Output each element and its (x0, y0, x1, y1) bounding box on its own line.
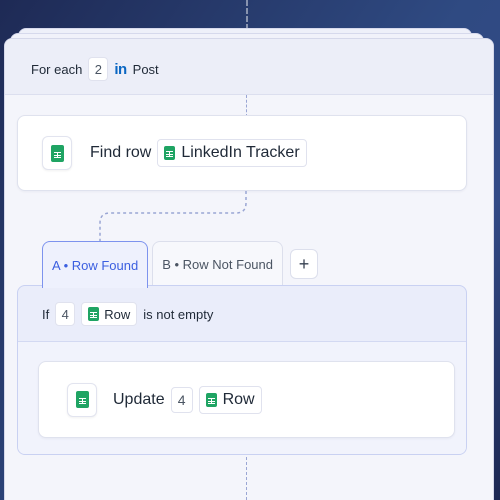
loop-header-content: For each 2 in Post (31, 56, 159, 82)
loop-label: For each (31, 61, 83, 77)
google-sheets-icon (205, 392, 217, 407)
google-sheets-icon (67, 382, 97, 417)
condition-field-chip[interactable]: Row (81, 302, 138, 326)
loop-item-label: Post (132, 61, 159, 77)
update-row-step-card[interactable]: Update 4 Row (38, 361, 455, 438)
step-number-badge: 4 (55, 302, 76, 326)
connector-line-bottom (246, 457, 247, 500)
divider (18, 341, 466, 342)
find-row-step-card[interactable]: Find row LinkedIn Tracker (17, 115, 467, 191)
condition-field-label: Row (104, 306, 131, 322)
update-action-label: Update (113, 390, 165, 408)
update-step-text: Update 4 Row (113, 385, 262, 414)
google-sheets-icon (42, 136, 72, 170)
resource-label: Row (222, 390, 255, 408)
branch-tabs: A • Row Found B • Row Not Found + (42, 241, 318, 288)
step-number-badge: 4 (170, 386, 193, 413)
find-row-action-label: Find row (90, 144, 152, 161)
find-row-step-text: Find row LinkedIn Tracker (90, 139, 307, 167)
branch-connector-line (99, 191, 247, 243)
background-connector-line (246, 0, 248, 30)
step-number-badge: 2 (88, 57, 109, 81)
linkedin-icon: in (114, 60, 127, 78)
google-sheets-icon (88, 307, 100, 321)
resource-label: LinkedIn Tracker (181, 144, 300, 161)
add-branch-button[interactable]: + (290, 249, 318, 279)
tab-row-found[interactable]: A • Row Found (42, 241, 149, 288)
condition-operator: is not empty (143, 306, 214, 322)
google-sheets-icon (164, 146, 176, 160)
resource-chip[interactable]: LinkedIn Tracker (157, 139, 307, 167)
connector-line (246, 95, 247, 117)
loop-header[interactable]: For each 2 in Post (5, 39, 493, 95)
tab-row-not-found[interactable]: B • Row Not Found (152, 241, 283, 287)
condition-row[interactable]: If 4 Row is not empty (42, 301, 213, 327)
resource-chip[interactable]: Row (198, 385, 262, 414)
condition-prefix: If (42, 306, 50, 322)
